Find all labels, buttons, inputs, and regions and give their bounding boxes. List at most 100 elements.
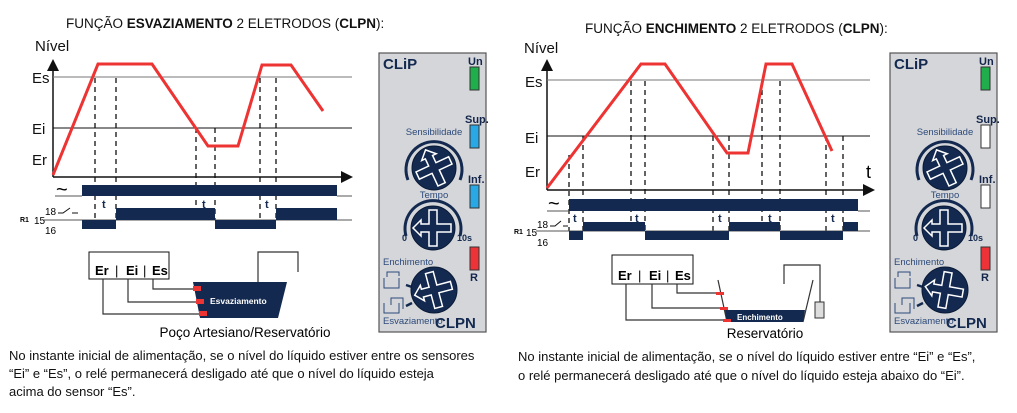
inf-label: Inf.	[979, 174, 996, 186]
enchimento-label: Enchimento	[894, 257, 944, 268]
sensitivity-label: Sensibilidade	[406, 127, 463, 138]
r-label: R	[470, 272, 478, 284]
tempo-max-label: 10s	[457, 233, 472, 243]
tempo-knob[interactable]	[403, 199, 463, 251]
er-label: Er	[32, 152, 47, 169]
relay-state-bars	[82, 208, 337, 229]
tempo-knob[interactable]	[914, 199, 974, 251]
diagram-title: FUNÇÃO ENCHIMENTO 2 ELETRODOS (CLPN):	[585, 21, 888, 36]
es-label: Es	[525, 74, 543, 91]
svg-text:t: t	[768, 213, 772, 225]
relay-name: R1	[514, 229, 523, 236]
brand-logo: CLiP	[383, 56, 417, 73]
tempo-label: Tempo	[420, 190, 449, 201]
ac-supply-icon: ~	[56, 179, 68, 201]
level-curve	[51, 62, 325, 176]
empty-mode-icon	[383, 297, 404, 314]
tempo-min-label: 0	[402, 233, 407, 243]
schematic-caption: Poço Artesiano/Reservatório	[159, 325, 330, 340]
svg-text:|: |	[638, 268, 641, 283]
electrodes	[716, 292, 731, 322]
terminal-es: Es	[675, 268, 691, 283]
relay-contact-icon	[550, 220, 568, 227]
led-sup	[469, 124, 480, 149]
terminal-ei: Ei	[649, 268, 661, 283]
relay-common: 15	[34, 216, 46, 227]
terminal-es: Es	[152, 263, 168, 278]
paragraph: No instante inicial de alimentação, se o…	[9, 348, 475, 399]
pump-icon	[814, 301, 825, 319]
led-un	[469, 66, 480, 91]
sensor-terminal-box	[88, 251, 170, 280]
svg-text:o relé permanecerá desligado a: o relé permanecerá desligado até que o n…	[518, 368, 965, 383]
sensor-wires	[102, 251, 299, 315]
electrodes	[193, 286, 207, 316]
relay-nc: 16	[45, 226, 57, 237]
brand-logo: CLiP	[894, 56, 928, 73]
led-r	[980, 246, 991, 271]
led-inf	[980, 184, 991, 209]
svg-text:t: t	[635, 213, 639, 225]
relay-name: R1	[20, 217, 29, 224]
empty-mode-icon	[894, 297, 915, 314]
ei-label: Ei	[525, 130, 538, 147]
delay-markers	[568, 81, 844, 231]
diagram-enchimento: FUNÇÃO ENCHIMENTO 2 ELETRODOS (CLPN): Ní…	[514, 21, 975, 383]
terminal-er: Er	[618, 268, 632, 283]
level-curve	[545, 62, 834, 189]
tank-label: Enchimento	[737, 313, 783, 322]
terminal-ei: Ei	[126, 263, 138, 278]
sup-label: Sup.	[465, 114, 489, 126]
svg-text:t: t	[831, 213, 835, 225]
tank-label: Esvaziamento	[210, 296, 267, 306]
paragraph: No instante inicial de alimentação, se o…	[518, 349, 975, 383]
schematic-caption: Reservatório	[727, 326, 804, 341]
sensor-terminal-box	[611, 254, 694, 285]
r-label: R	[981, 272, 989, 284]
model-label: CLPN	[435, 315, 476, 332]
relay-state-bars	[569, 222, 858, 240]
diagram-esvaziamento: FUNÇÃO ESVAZIAMENTO 2 ELETRODOS (CLPN): …	[9, 16, 475, 399]
delay-labels: t t t	[102, 199, 269, 211]
tempo-min-label: 0	[913, 233, 918, 243]
svg-text:|: |	[115, 263, 118, 278]
enchimento-label: Enchimento	[383, 257, 433, 268]
supply-on-bar	[82, 185, 337, 196]
time-axis-label: t	[866, 162, 871, 182]
sensor-wires	[625, 264, 821, 323]
tempo-max-label: 10s	[968, 233, 983, 243]
relay-no: 18	[537, 220, 549, 231]
sensitivity-knob[interactable]	[404, 140, 464, 192]
svg-text:|: |	[666, 268, 669, 283]
un-label: Un	[468, 56, 483, 68]
svg-text:No instante inicial de aliment: No instante inicial de alimentação, se o…	[9, 348, 475, 363]
delay-markers	[94, 78, 277, 220]
clip-device-panel: CLiP Un Sup. Sensibilidade Inf. Tempo 0 …	[889, 52, 1000, 333]
mode-knob[interactable]	[410, 266, 458, 314]
svg-text:acima do sensor “Es”.: acima do sensor “Es”.	[9, 384, 135, 399]
ei-label: Ei	[32, 121, 45, 138]
supply-on-bar	[569, 199, 858, 211]
sup-label: Sup.	[976, 114, 1000, 126]
mode-knob[interactable]	[921, 266, 969, 314]
un-label: Un	[979, 56, 994, 68]
model-label: CLPN	[946, 315, 987, 332]
delay-labels: t t t t t	[573, 213, 835, 225]
tank-water	[725, 310, 805, 322]
svg-text:“Ei” e “Es”, o relé permanecer: “Ei” e “Es”, o relé permanecerá desligad…	[9, 366, 435, 381]
y-axis-label: Nível	[35, 38, 69, 55]
led-sup	[980, 124, 991, 149]
esvaziamento-label: Esvaziamento	[894, 316, 954, 327]
er-label: Er	[525, 164, 540, 181]
relay-common: 15	[526, 228, 538, 239]
relay-no: 18	[45, 207, 57, 218]
diagram-title: FUNÇÃO ESVAZIAMENTO 2 ELETRODOS (CLPN):	[66, 16, 384, 31]
fill-mode-icon	[383, 271, 400, 289]
sensitivity-knob[interactable]	[915, 140, 975, 192]
y-axis-label: Nível	[524, 40, 558, 57]
sensitivity-label: Sensibilidade	[917, 127, 974, 138]
led-inf	[469, 184, 480, 209]
inf-label: Inf.	[468, 174, 485, 186]
relay-nc: 16	[537, 238, 549, 249]
